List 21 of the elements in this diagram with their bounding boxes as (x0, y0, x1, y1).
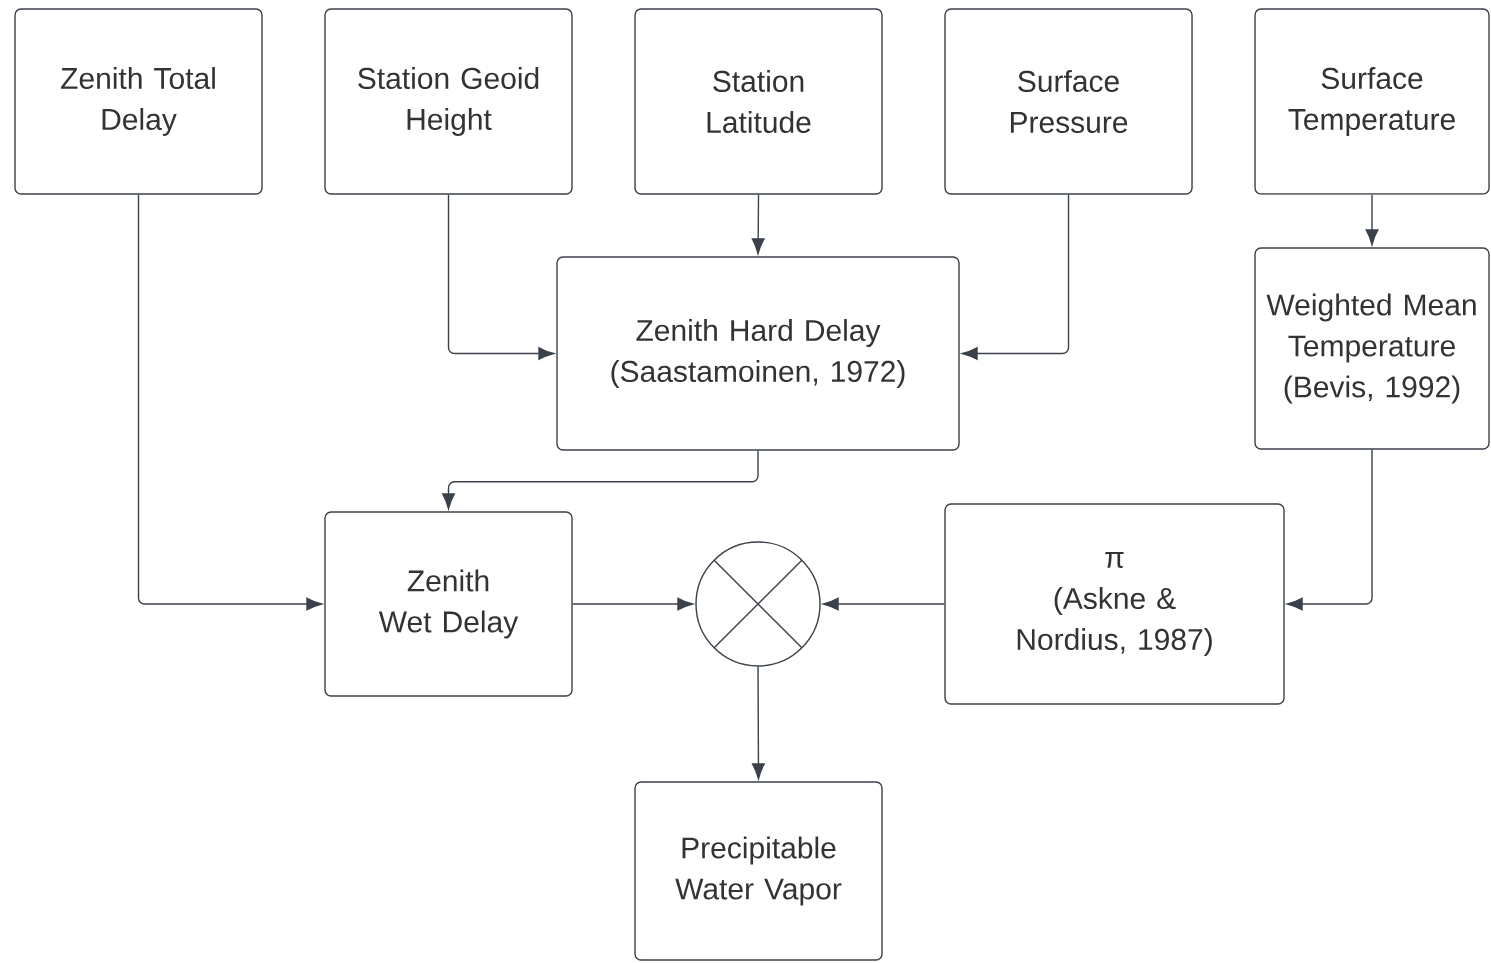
process-box: Weighted Mean Temperature (Bevis, 1992) (1254, 247, 1490, 450)
multiplier-circle (695, 541, 821, 667)
arrow (751, 194, 765, 255)
process-box: Zenith Total Delay (14, 8, 263, 195)
arrow (137, 194, 323, 611)
process-box: Station Geoid Height (324, 8, 573, 195)
arrow (442, 450, 759, 510)
arrow (751, 666, 765, 780)
arrow (822, 597, 945, 611)
process-box: Surface Pressure (944, 8, 1193, 195)
arrow (1365, 194, 1379, 246)
arrow (1286, 449, 1373, 611)
process-box: Zenith Wet Delay (324, 511, 573, 697)
arrow (447, 194, 555, 360)
process-box: Surface Temperature (1254, 8, 1490, 195)
process-box: Precipitable Water Vapor (634, 781, 883, 961)
process-box: Zenith Hard Delay (Saastamoinen, 1972) (556, 256, 960, 451)
arrow (961, 194, 1070, 360)
process-box: π (Askne & Nordius, 1987) (944, 503, 1285, 705)
process-box: Station Latitude (634, 8, 883, 195)
arrow (572, 597, 694, 611)
